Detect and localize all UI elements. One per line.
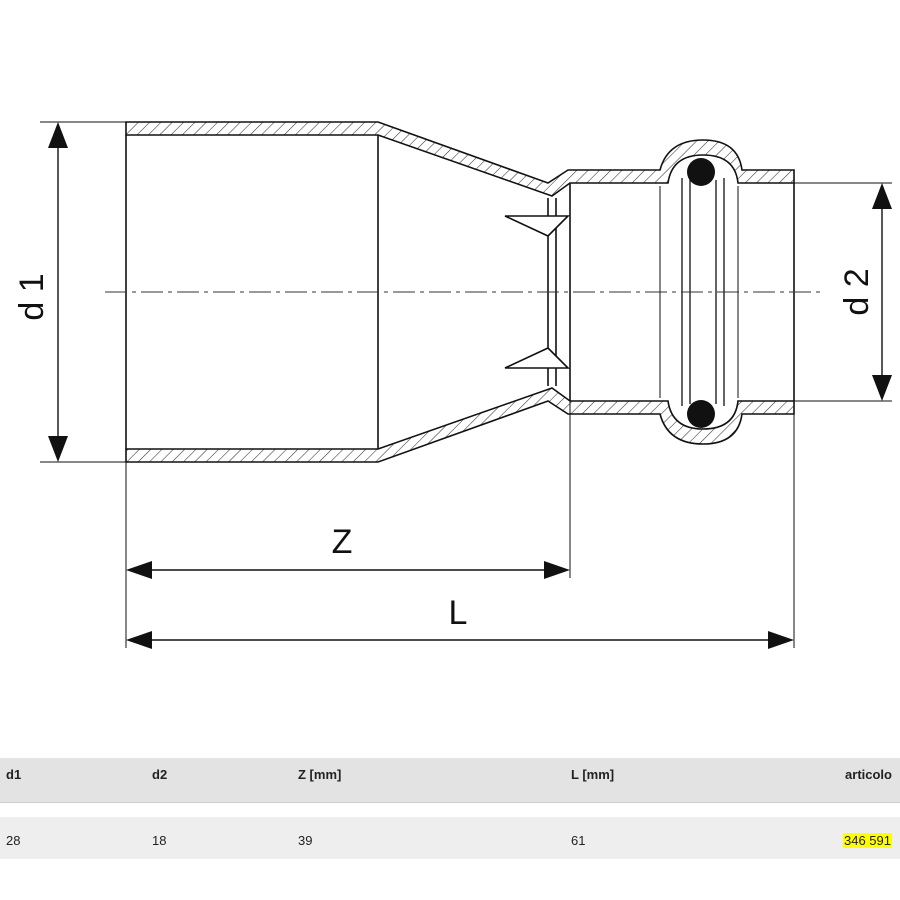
d1-label: d 1	[13, 273, 51, 320]
spec-table: d1 d2 Z [mm] L [mm] articolo 28 18 39 61…	[0, 758, 900, 859]
header-z: Z [mm]	[298, 767, 342, 782]
cell-d1: 28	[6, 833, 21, 848]
header-d2: d2	[152, 767, 168, 782]
fitting-drawing: d 1 d 2 Z L	[13, 121, 892, 649]
cell-articolo[interactable]: 346 591	[843, 817, 892, 865]
table-row: 28 18 39 61 346 591	[0, 817, 900, 859]
z-dimension	[125, 401, 571, 648]
header-d1: d1	[6, 767, 22, 782]
l-dimension	[126, 414, 795, 649]
cell-l: 61	[571, 833, 586, 848]
z-label: Z	[332, 523, 353, 561]
cell-z: 39	[298, 833, 313, 848]
article-number[interactable]: 346 591	[843, 833, 892, 848]
header-l: L [mm]	[571, 767, 615, 782]
top-wall	[125, 121, 795, 197]
o-ring-bottom	[687, 400, 715, 428]
table-header-row: d1 d2 Z [mm] L [mm] articolo	[0, 758, 900, 803]
header-articolo: articolo	[845, 767, 892, 782]
l-label: L	[449, 594, 468, 632]
cell-d2: 18	[152, 833, 167, 848]
o-ring-top	[687, 158, 715, 186]
d2-dimension	[794, 182, 892, 402]
d2-label: d 2	[838, 268, 876, 315]
d1-dimension	[40, 121, 126, 463]
